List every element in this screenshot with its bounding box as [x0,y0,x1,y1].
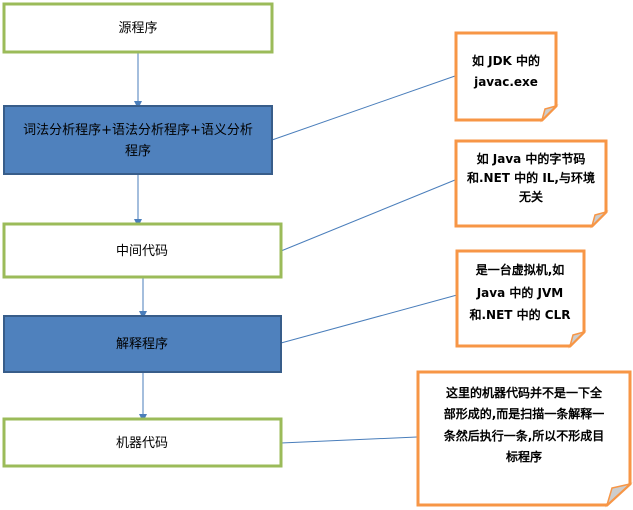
stage-intermediate-code-label: 中间代码 [116,244,168,259]
stage-interpreter: 解释程序 [3,315,282,373]
note-machine-code-line1: 这里的机器代码并不是一下全 [446,385,603,400]
stage-intermediate-code: 中间代码 [2,222,283,279]
note-machine-code-line3: 条然后执行一条,所以不形成目 [443,428,605,443]
stage-interpreter-label: 解释程序 [116,337,168,352]
stage-source-program-label: 源程序 [118,21,157,36]
note-virtual-machine: 是一台虚拟机,如 Java 中的 JVM 和.NET 中的 CLR [455,249,587,349]
note-intermediate-line1: 如 Java 中的字节码 [477,151,586,166]
connector-line-compiler-note [271,75,456,141]
stage-analysis-label-line1: 词法分析程序+语法分析程序+语义分析 [23,123,253,138]
connector-line-vm-note [280,294,458,344]
note-vm-line1: 是一台虚拟机,如 [475,262,565,277]
stage-analysis-programs: 词法分析程序+语法分析程序+语义分析 程序 [3,105,273,175]
connector-line-intermediate-note [280,179,456,252]
note-compiler-line1: 如 JDK 中的 [472,53,540,68]
note-intermediate-line2: 和.NET 中的 IL,与环境 [466,170,595,185]
note-intermediate: 如 Java 中的字节码 和.NET 中的 IL,与环境 无关 [454,139,609,229]
note-machine-code: 这里的机器代码并不是一下全 部形成的,而是扫描一条解释一 条然后执行一条,所以不… [416,370,633,508]
stage-analysis-label-line2: 程序 [125,144,151,159]
note-vm-line3: 和.NET 中的 CLR [468,307,570,322]
note-machine-code-line2: 部形成的,而是扫描一条解释一 [444,406,605,421]
connector-line-machine-code-note [280,436,418,444]
note-vm-line2: Java 中的 JVM [476,285,564,300]
stage-machine-code: 机器代码 [2,417,283,468]
stage-machine-code-label: 机器代码 [116,436,168,451]
note-compiler: 如 JDK 中的 javac.exe [454,31,559,123]
note-compiler-line2: javac.exe [473,75,538,89]
note-intermediate-line3: 无关 [518,189,543,204]
note-machine-code-line4: 标程序 [505,449,542,464]
stage-source-program: 源程序 [2,2,274,54]
